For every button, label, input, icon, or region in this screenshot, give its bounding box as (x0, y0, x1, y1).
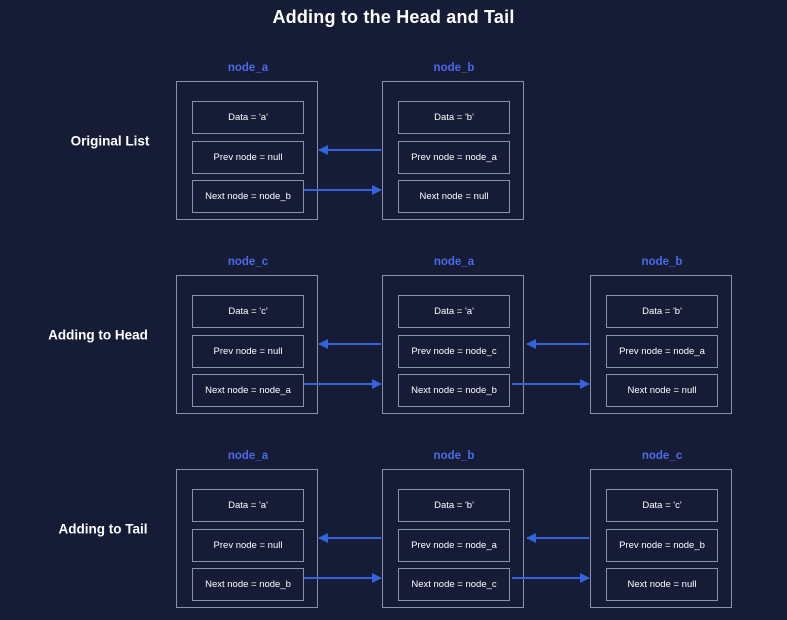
node-field-prev: Prev node = node_b (606, 529, 718, 562)
arrow-head-right-icon (372, 379, 382, 389)
node-field-next: Next node = node_a (192, 374, 304, 407)
pointer-arrow-right (512, 379, 590, 389)
arrow-head-right-icon (372, 185, 382, 195)
row-label-adding-to-head: Adding to Head (48, 327, 148, 343)
pointer-arrow-left (318, 145, 381, 155)
pointer-arrow-right (304, 185, 382, 195)
node-label: node_c (227, 256, 269, 268)
page-title: Adding to the Head and Tail (272, 7, 515, 27)
node-field-next: Next node = null (606, 568, 718, 601)
node-field-next: Next node = null (606, 374, 718, 407)
node-field-prev: Prev node = node_c (398, 335, 510, 368)
arrow-head-left-icon (318, 533, 328, 543)
pointer-arrow-left (318, 533, 381, 543)
node-field-data: Data = 'b' (398, 101, 510, 134)
node-label: node_b (433, 450, 475, 462)
node-field-data: Data = 'b' (606, 295, 718, 328)
node-field-data: Data = 'c' (192, 295, 304, 328)
node-label: node_b (433, 62, 475, 74)
arrow-head-left-icon (526, 533, 536, 543)
row-label-adding-to-tail: Adding to Tail (58, 521, 148, 537)
pointer-arrow-left (526, 533, 589, 543)
arrow-head-left-icon (318, 339, 328, 349)
row-label-original-list: Original List (70, 133, 150, 149)
node-label: node_c (641, 450, 683, 462)
pointer-arrow-right (512, 573, 590, 583)
node-field-next: Next node = node_c (398, 568, 510, 601)
pointer-arrow-right (304, 573, 382, 583)
arrow-head-right-icon (580, 573, 590, 583)
node-label: node_a (227, 450, 269, 462)
pointer-arrow-left (318, 339, 381, 349)
node-field-data: Data = 'b' (398, 489, 510, 522)
node-field-prev: Prev node = node_a (606, 335, 718, 368)
arrow-head-right-icon (372, 573, 382, 583)
node-field-data: Data = 'a' (192, 101, 304, 134)
node-field-prev: Prev node = node_a (398, 529, 510, 562)
node-field-next: Next node = node_b (192, 568, 304, 601)
node-field-prev: Prev node = node_a (398, 141, 510, 174)
pointer-arrow-right (304, 379, 382, 389)
pointer-arrow-left (526, 339, 589, 349)
arrow-head-right-icon (580, 379, 590, 389)
node-field-prev: Prev node = null (192, 335, 304, 368)
node-field-next: Next node = null (398, 180, 510, 213)
node-label: node_a (433, 256, 475, 268)
node-field-next: Next node = node_b (398, 374, 510, 407)
arrow-head-left-icon (318, 145, 328, 155)
node-label: node_a (227, 62, 269, 74)
node-field-prev: Prev node = null (192, 141, 304, 174)
node-field-data: Data = 'a' (192, 489, 304, 522)
node-field-next: Next node = node_b (192, 180, 304, 213)
node-field-data: Data = 'a' (398, 295, 510, 328)
node-field-data: Data = 'c' (606, 489, 718, 522)
node-field-prev: Prev node = null (192, 529, 304, 562)
node-label: node_b (641, 256, 683, 268)
arrow-head-left-icon (526, 339, 536, 349)
